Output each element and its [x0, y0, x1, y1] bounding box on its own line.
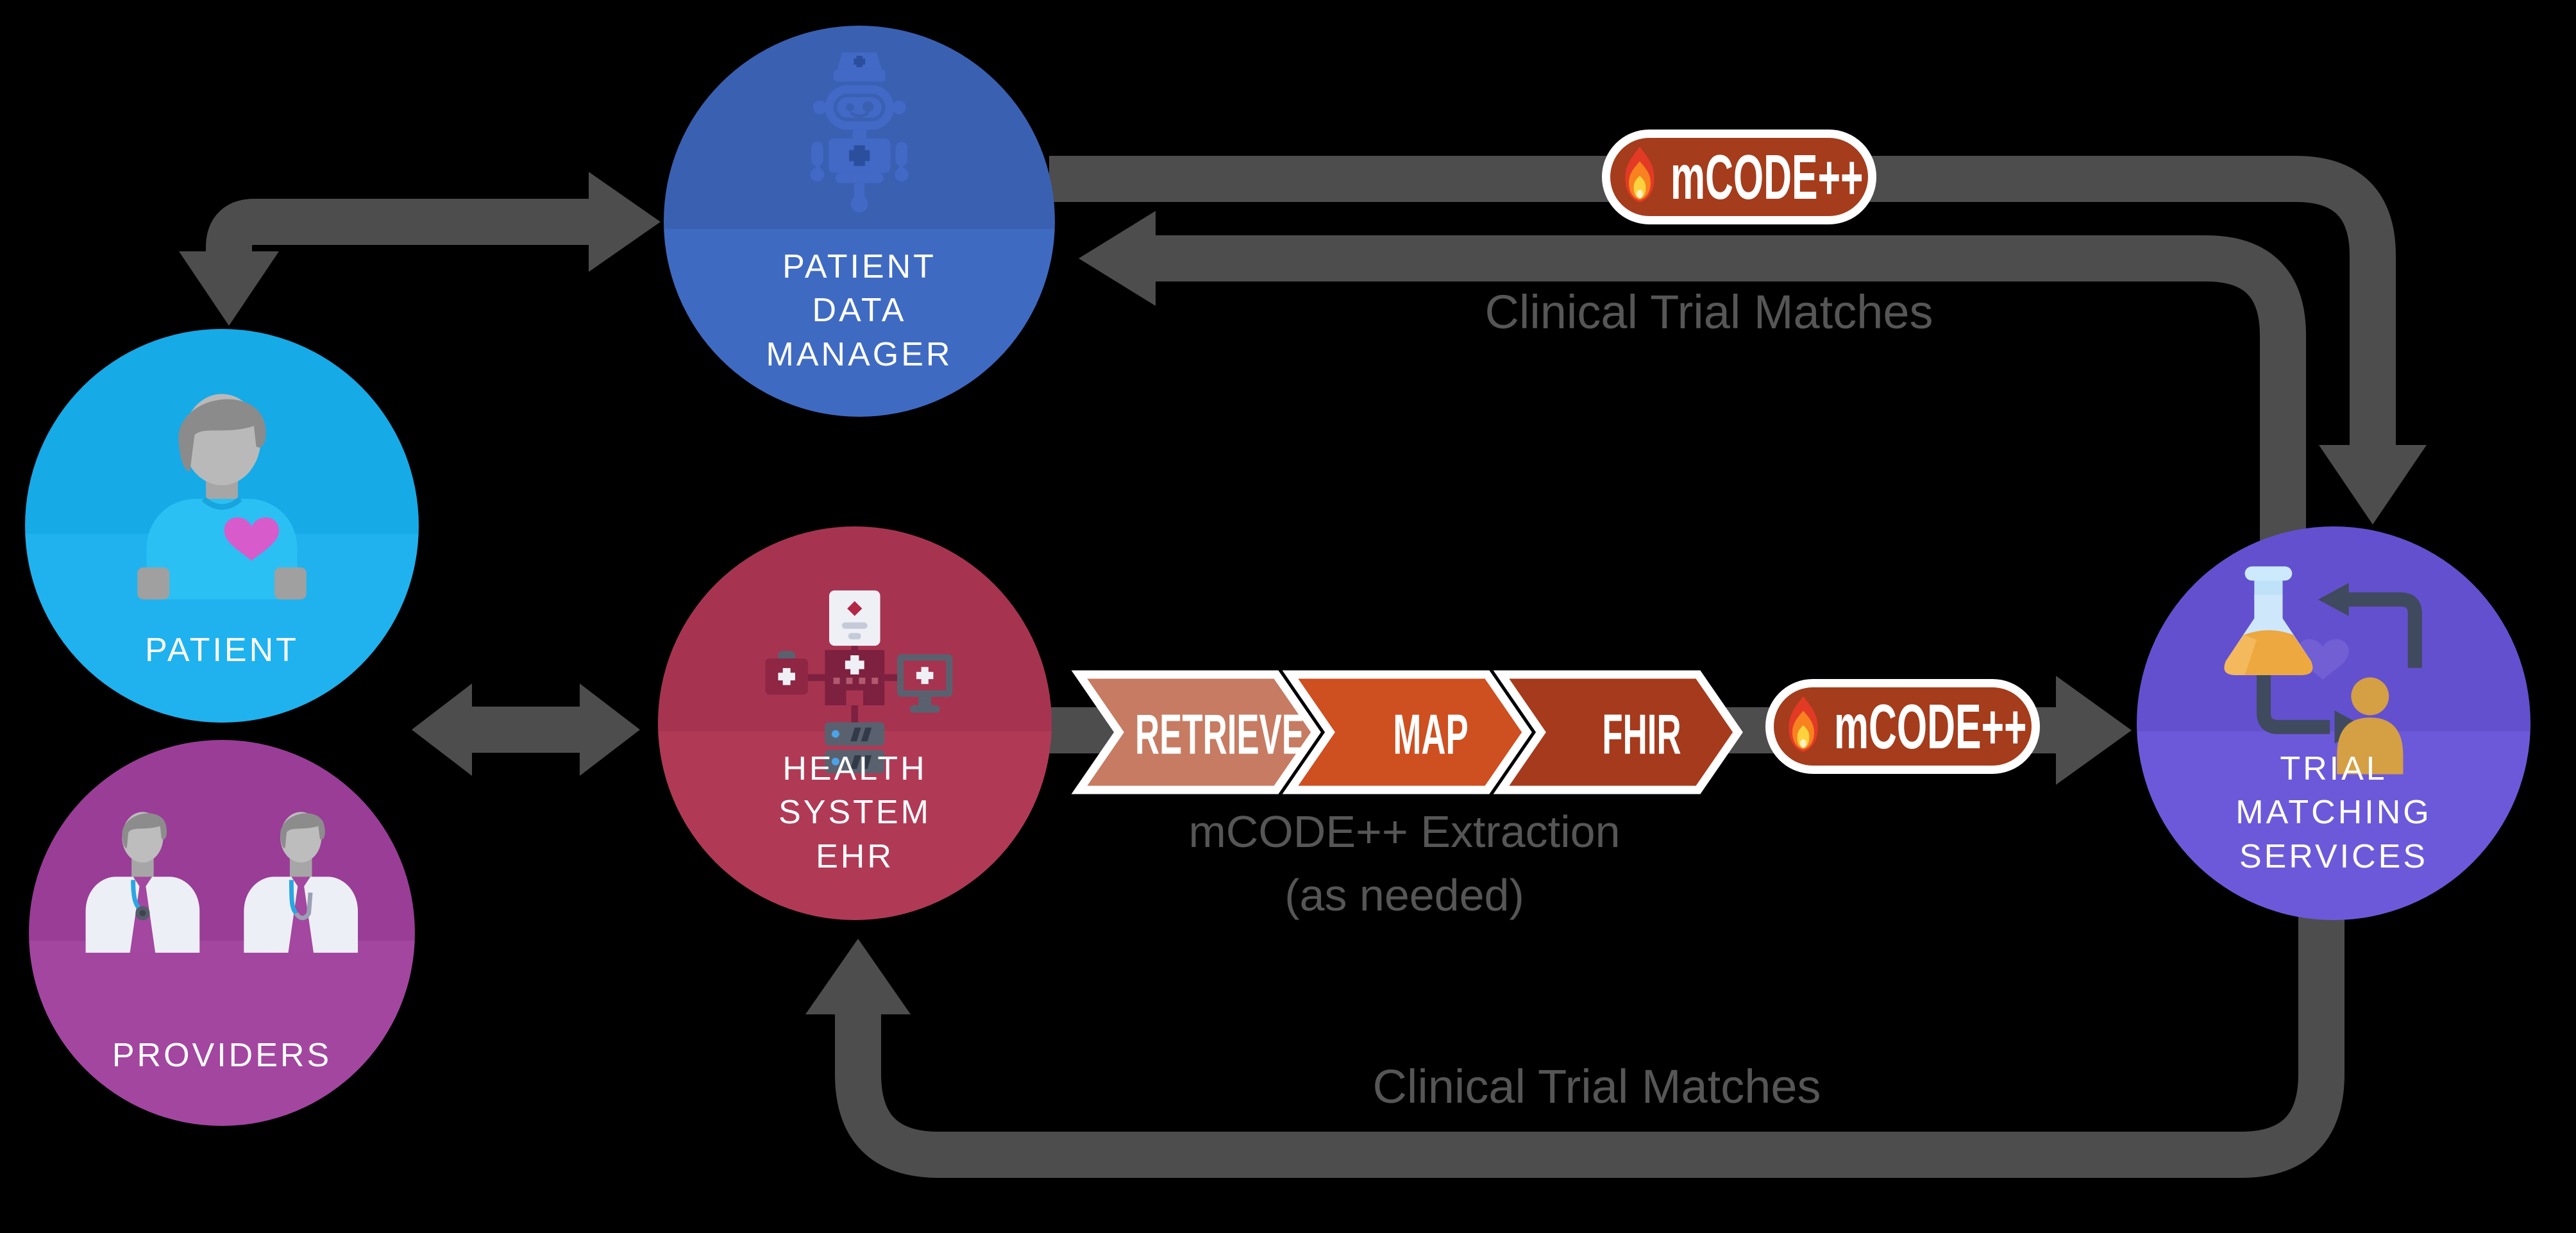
node-label-line: DATA [812, 292, 907, 330]
badge-text-wrap: mCODE++ [1671, 142, 1864, 212]
doctor-figure [85, 812, 200, 953]
chevron-map [1282, 670, 1532, 794]
node-label-line: MATCHING [2235, 794, 2432, 832]
chevron-map-label: MAP [1393, 703, 1468, 766]
mcode-badge-top: mCODE++ [1602, 130, 1876, 224]
arrowhead-up-to-ehr [805, 939, 911, 1014]
node-label-patient-data-manager: PATIENT DATA MANAGER [664, 245, 1055, 377]
arrowhead-right-to-ehr [580, 684, 640, 776]
arrowhead-left-to-pdm [1079, 211, 1156, 306]
node-label-health-system-ehr: HEALTH SYSTEM EHR [658, 747, 1052, 879]
node-health-system-ehr: HEALTH SYSTEM EHR [658, 526, 1052, 920]
flame-icon [1625, 146, 1654, 203]
node-label-line: MANAGER [766, 335, 953, 373]
clinical-trial-matches-top-label: Clinical Trial Matches [1485, 285, 1933, 339]
node-label-line: PATIENT [145, 631, 299, 669]
node-label-line: EHR [816, 838, 894, 876]
chevron-fhir [1493, 670, 1743, 794]
doctors-icon [85, 812, 358, 953]
arrowhead-down-to-tms [2319, 445, 2427, 524]
node-label-patient: PATIENT [25, 628, 419, 673]
node-label-line: PATIENT [782, 247, 936, 285]
arrowhead-left-to-people [412, 684, 472, 776]
arrow-tms-to-ehr-shaft [835, 898, 2344, 1178]
node-label-providers: PROVIDERS [29, 1034, 415, 1078]
mcode-badge-middle-label: mCODE++ [1834, 691, 2027, 762]
robot-nurse-icon [810, 52, 909, 212]
node-label-line: PROVIDERS [112, 1036, 332, 1074]
flame-icon [1789, 696, 1818, 752]
chevron-retrieve-label: RETRIEVE [1135, 703, 1304, 766]
node-patient-data-manager: PATIENT DATA MANAGER [664, 26, 1055, 417]
patient-person-icon [137, 394, 307, 600]
node-label-line: SERVICES [2239, 838, 2429, 876]
process-chevrons [1071, 670, 1743, 794]
node-label-line: TRIAL [2280, 750, 2387, 787]
badge-text-wrap: mCODE++ [1834, 691, 2027, 762]
node-label-line: HEALTH [782, 750, 927, 787]
extraction-caption-line1: mCODE++ Extraction [1188, 807, 1621, 857]
chevron-fhir-label: FHIR [1602, 703, 1681, 766]
flask-person-cycle-icon [2224, 566, 2422, 775]
arrowhead-right-to-tms [2056, 676, 2132, 785]
node-patient: PATIENT [25, 329, 419, 723]
arrowhead-right-to-pdm [589, 172, 661, 272]
arrow-tms-to-pdm-shaft [1153, 235, 2306, 558]
node-label-line: SYSTEM [779, 794, 931, 832]
mcode-badge-middle: mCODE++ [1765, 679, 2040, 774]
mcode-badge-top-label: mCODE++ [1671, 141, 1864, 212]
node-trial-matching-services: TRIAL MATCHING SERVICES [2137, 526, 2530, 920]
gray-arrows [179, 156, 2427, 1178]
node-label-trial-matching-services: TRIAL MATCHING SERVICES [2137, 747, 2530, 879]
arrow-pdm-to-tms-shaft [1049, 156, 2396, 449]
chevron-retrieve [1071, 670, 1321, 794]
extraction-caption-line2: (as needed) [1284, 870, 1524, 921]
extraction-caption: mCODE++ Extraction (as needed) [1084, 800, 1725, 928]
chevron-labels: RETRIEVE MAP FHIR [1135, 703, 1681, 766]
clinical-trial-matches-bottom-label: Clinical Trial Matches [1372, 1060, 1821, 1113]
hospital-network-icon [765, 590, 953, 773]
arrow-patient-pdm-shaft [206, 199, 590, 255]
arrowhead-down-to-patient [179, 251, 279, 326]
doctor-figure [244, 812, 358, 953]
node-providers: PROVIDERS [29, 740, 415, 1126]
